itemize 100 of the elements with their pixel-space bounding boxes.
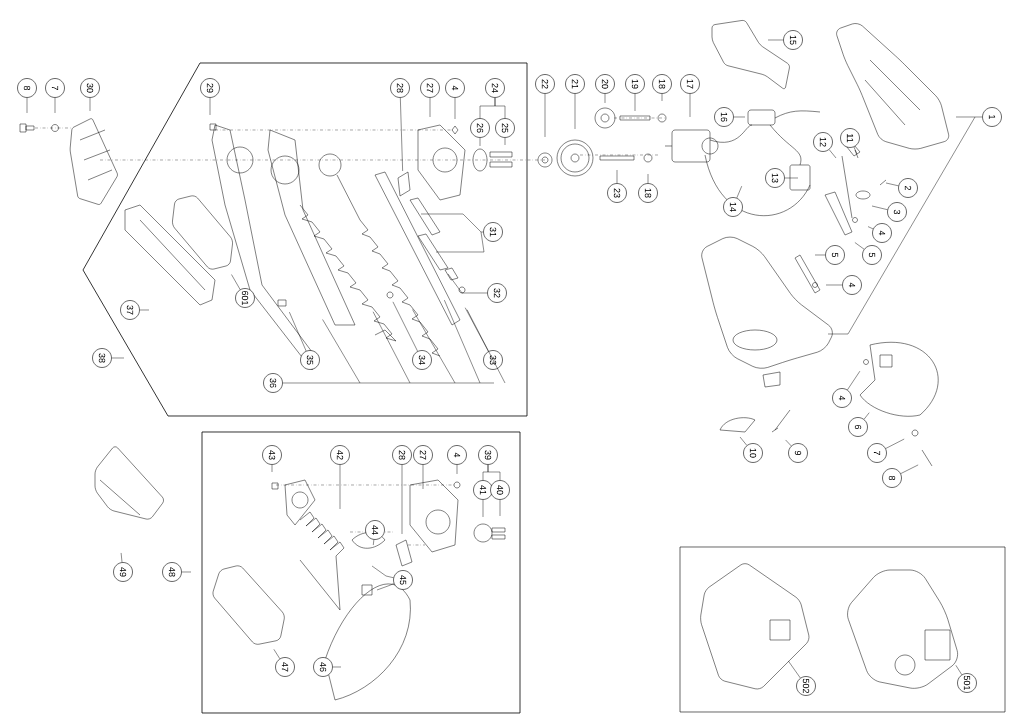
leader-line: [139, 309, 150, 311]
callout-number: 39: [478, 445, 498, 465]
callout-number: 15: [783, 30, 803, 50]
leader-line: [332, 666, 342, 668]
leader-line: [499, 499, 501, 517]
callout-number: 38: [92, 348, 112, 368]
leader-line: [376, 583, 395, 591]
leader-line: [429, 97, 431, 118]
callout-number: 7: [867, 443, 887, 463]
callout-number: 24: [485, 78, 505, 98]
callout-number: 37: [120, 300, 140, 320]
leader-line: [400, 97, 403, 172]
callout-number: 31: [483, 222, 503, 242]
leader-line: [784, 177, 799, 179]
callout-number: 18: [638, 183, 658, 203]
callout-number: 10: [743, 443, 763, 463]
callout-number: 12: [813, 132, 833, 152]
leader-line: [289, 311, 307, 352]
callout-number: 28: [392, 445, 412, 465]
callout-number: 45: [393, 570, 413, 590]
callout-number: 4: [832, 388, 852, 408]
leader-line: [181, 571, 192, 573]
callout-number: 14: [723, 197, 743, 217]
callout-number: 501: [957, 673, 977, 693]
leader-line: [282, 299, 506, 384]
leader-line: [739, 436, 748, 446]
leader-line: [273, 649, 280, 659]
leader-line: [420, 213, 485, 253]
callout-number: 22: [535, 74, 555, 94]
callout-number: 43: [262, 445, 282, 465]
leader-line: [371, 565, 394, 578]
leader-line: [814, 254, 826, 256]
callout-number: 19: [625, 74, 645, 94]
callout-number: 4: [872, 223, 892, 243]
callout-number: 42: [330, 445, 350, 465]
callout-number: 4: [447, 445, 467, 465]
leader-line: [863, 412, 870, 420]
callout-number: 46: [313, 657, 333, 677]
callout-number: 4: [445, 78, 465, 98]
leader-line: [504, 137, 506, 146]
leader-line: [89, 97, 91, 112]
leader-line: [885, 182, 899, 187]
callout-number: 27: [420, 78, 440, 98]
callout-number: 1: [982, 107, 1002, 127]
leader-line: [111, 357, 125, 359]
callout-number: 5: [825, 245, 845, 265]
callout-number: 7: [45, 78, 65, 98]
leader-line: [689, 93, 691, 118]
leader-line: [736, 185, 742, 199]
leader-line: [401, 464, 403, 535]
callout-number: 601: [235, 288, 255, 308]
leader-line: [479, 137, 481, 147]
leader-line: [853, 146, 858, 155]
callout-number: 41: [473, 480, 493, 500]
callout-number: 4: [842, 275, 862, 295]
leader-line: [733, 116, 746, 118]
callout-number: 47: [275, 657, 295, 677]
callout-number: 34: [412, 350, 432, 370]
callout-number: 20: [595, 74, 615, 94]
leader-line: [271, 464, 273, 473]
leader-line: [867, 226, 874, 230]
callout-number: 5: [862, 245, 882, 265]
leader-line: [339, 464, 341, 510]
callout-number: 17: [680, 74, 700, 94]
leader-line: [604, 93, 606, 104]
callout-number: 23: [607, 183, 627, 203]
leader-line: [54, 97, 56, 114]
leader-line: [634, 93, 636, 112]
leader-line: [900, 464, 919, 474]
leader-line: [871, 205, 888, 210]
leader-line: [828, 149, 837, 159]
callout-number: 18: [652, 74, 672, 94]
callout-number: 44: [365, 520, 385, 540]
leader-line: [482, 499, 484, 518]
leader-line: [574, 93, 576, 130]
callout-number: 29: [200, 78, 220, 98]
callout-number: 16: [714, 107, 734, 127]
callout-number: 49: [113, 562, 133, 582]
callout-number: 8: [17, 78, 37, 98]
leader-line: [231, 274, 241, 290]
callout-number: 26: [470, 118, 490, 138]
leader-line: [785, 439, 792, 447]
callout-number: 27: [413, 445, 433, 465]
callout-number: 30: [80, 78, 100, 98]
callout-number: 2: [898, 178, 918, 198]
leader-line: [456, 464, 458, 475]
callout-number: 21: [565, 74, 585, 94]
leader-line: [209, 97, 211, 116]
callout-number: 3: [887, 202, 907, 222]
leader-line: [544, 93, 546, 138]
leader-line: [487, 464, 501, 481]
leader-line: [454, 97, 456, 120]
callout-number: 40: [490, 480, 510, 500]
leader-line: [373, 539, 375, 546]
callout-number: 13: [765, 168, 785, 188]
callout-number: 11: [840, 128, 860, 148]
leader-line: [422, 464, 424, 490]
callout-number: 8: [882, 468, 902, 488]
leader-line: [120, 552, 123, 563]
callout-number: 6: [848, 417, 868, 437]
